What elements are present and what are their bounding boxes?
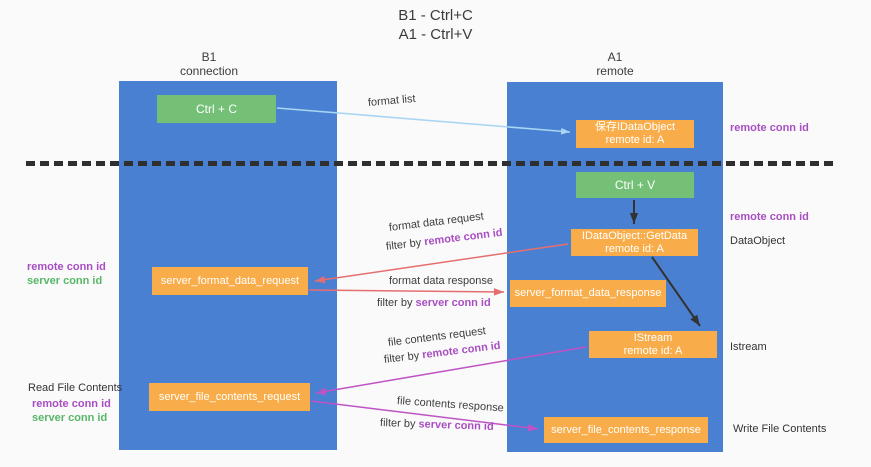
- title-line-2: A1 - Ctrl+V: [398, 26, 473, 43]
- right-column-header: A1 remote: [507, 50, 723, 78]
- server-format-data-request-label: server_format_data_request: [160, 274, 300, 287]
- ctrl-c-label: Ctrl + C: [195, 101, 237, 116]
- istream-line2: remote id: A: [623, 344, 683, 357]
- server-format-data-response-node: server_format_data_response: [510, 280, 666, 307]
- right-remote-conn-id-mid-label: remote conn id: [730, 211, 809, 223]
- right-column-title: A1: [607, 50, 623, 64]
- server-conn-id-text: server conn id: [418, 418, 494, 433]
- server-format-data-request-node: server_format_data_request: [152, 267, 308, 295]
- format-data-response-label: format data response: [389, 275, 493, 287]
- ctrl-v-node: Ctrl + V: [576, 172, 694, 198]
- format-data-response-filter-label: filter by server conn id: [377, 297, 491, 309]
- istream-node: IStream remote id: A: [589, 331, 717, 358]
- getdata-line2: remote id: A: [605, 242, 664, 255]
- read-file-contents-label: Read File Contents: [28, 382, 123, 394]
- left-server-conn-id-1-label: server conn id: [27, 275, 103, 287]
- title-line-1: B1 - Ctrl+C: [398, 7, 473, 24]
- dashed-separator-line: [26, 161, 837, 166]
- left-server-conn-id-2-label: server conn id: [32, 412, 108, 424]
- left-column-header: B1 connection: [100, 50, 318, 78]
- arrow-format-list: [276, 107, 571, 135]
- save-idataobject-node: 保存IDataObject remote id: A: [576, 120, 694, 148]
- getdata-node: IDataObject::GetData remote id: A: [571, 229, 698, 256]
- left-column-title: B1: [201, 50, 217, 64]
- left-column-subtitle: connection: [179, 64, 239, 78]
- server-format-data-response-label: server_format_data_response: [514, 287, 662, 299]
- left-remote-conn-id-2-label: remote conn id: [32, 398, 111, 410]
- arrow-getdata-to-istream: [651, 256, 701, 327]
- write-file-contents-label: Write File Contents: [733, 423, 827, 435]
- istream-side-label: Istream: [730, 341, 767, 353]
- arrow-file-contents-response: [310, 400, 539, 432]
- filter-by-text: filter by: [377, 297, 416, 309]
- server-file-contents-response-label: server_file_contents_response: [551, 423, 701, 436]
- dataobject-label: DataObject: [730, 235, 786, 247]
- getdata-line1: IDataObject::GetData: [581, 229, 688, 242]
- right-column-subtitle: remote: [596, 64, 634, 78]
- arrow-format-data-response: [308, 288, 505, 296]
- filter-by-text: filter by: [379, 417, 419, 431]
- save-idataobject-line2: remote id: A: [605, 134, 665, 146]
- server-file-contents-response-node: server_file_contents_response: [544, 417, 708, 443]
- arrow-format-data-request: [314, 243, 569, 284]
- diagram-title: B1 - Ctrl+C A1 - Ctrl+V: [0, 6, 871, 44]
- arrow-file-contents-request: [315, 346, 587, 396]
- left-remote-conn-id-1-label: remote conn id: [27, 261, 106, 273]
- server-file-contents-request-label: server_file_contents_request: [158, 390, 301, 403]
- save-idataobject-line1: 保存IDataObject: [594, 121, 676, 133]
- istream-line1: IStream: [633, 331, 673, 344]
- right-remote-conn-id-top-label: remote conn id: [730, 122, 809, 134]
- ctrl-v-label: Ctrl + V: [614, 177, 656, 192]
- ctrl-c-node: Ctrl + C: [157, 95, 276, 123]
- server-file-contents-request-node: server_file_contents_request: [149, 383, 310, 411]
- server-conn-id-text: server conn id: [415, 297, 491, 309]
